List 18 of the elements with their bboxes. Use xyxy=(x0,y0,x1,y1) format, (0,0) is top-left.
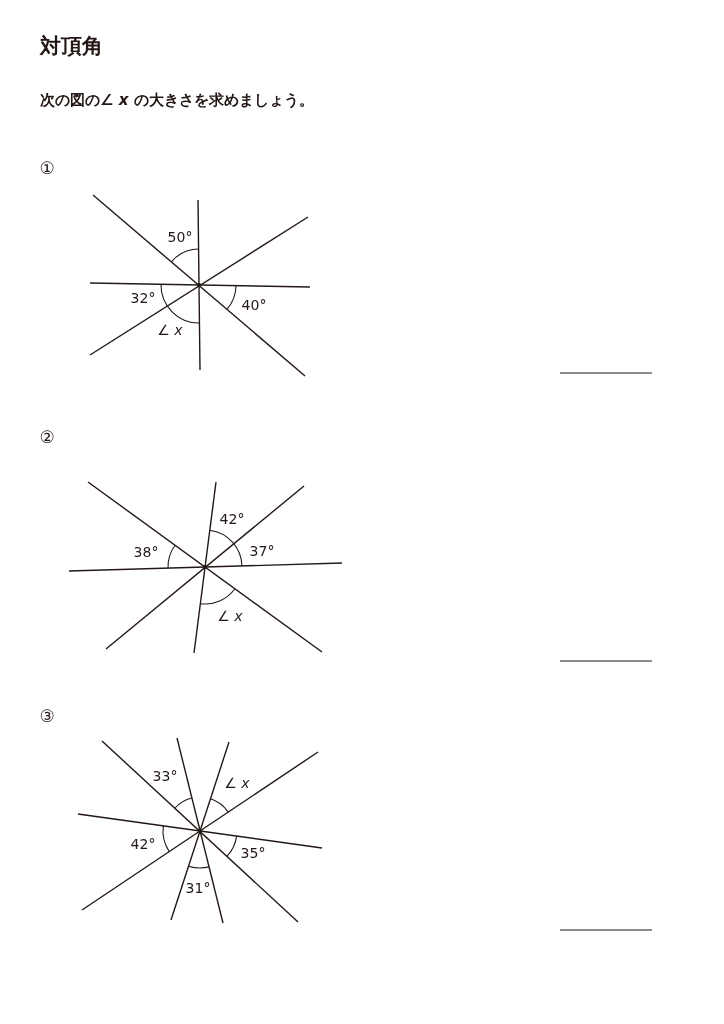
instruction-text: 次の図の∠ x の大きさを求めましょう。 xyxy=(40,91,314,110)
angle-label: 42° xyxy=(219,511,245,527)
problem-number: ③ xyxy=(39,706,55,726)
problem-number: ① xyxy=(39,158,55,178)
title: 対頂角 xyxy=(40,33,103,60)
angle-label: 42° xyxy=(130,836,156,852)
angle-label: ∠ x xyxy=(157,322,183,338)
angle-label: 40° xyxy=(241,297,267,313)
angle-label: 50° xyxy=(167,229,193,245)
problem-number: ② xyxy=(39,427,55,447)
angle-label: 35° xyxy=(240,845,266,861)
angle-label: 33° xyxy=(152,768,178,784)
angle-label: 31° xyxy=(185,880,211,896)
angle-label: 38° xyxy=(133,544,159,560)
angle-label: 32° xyxy=(130,290,156,306)
angle-label: 37° xyxy=(249,543,275,559)
angle-label: ∠ x xyxy=(224,775,250,791)
angle-label: ∠ x xyxy=(217,608,243,624)
